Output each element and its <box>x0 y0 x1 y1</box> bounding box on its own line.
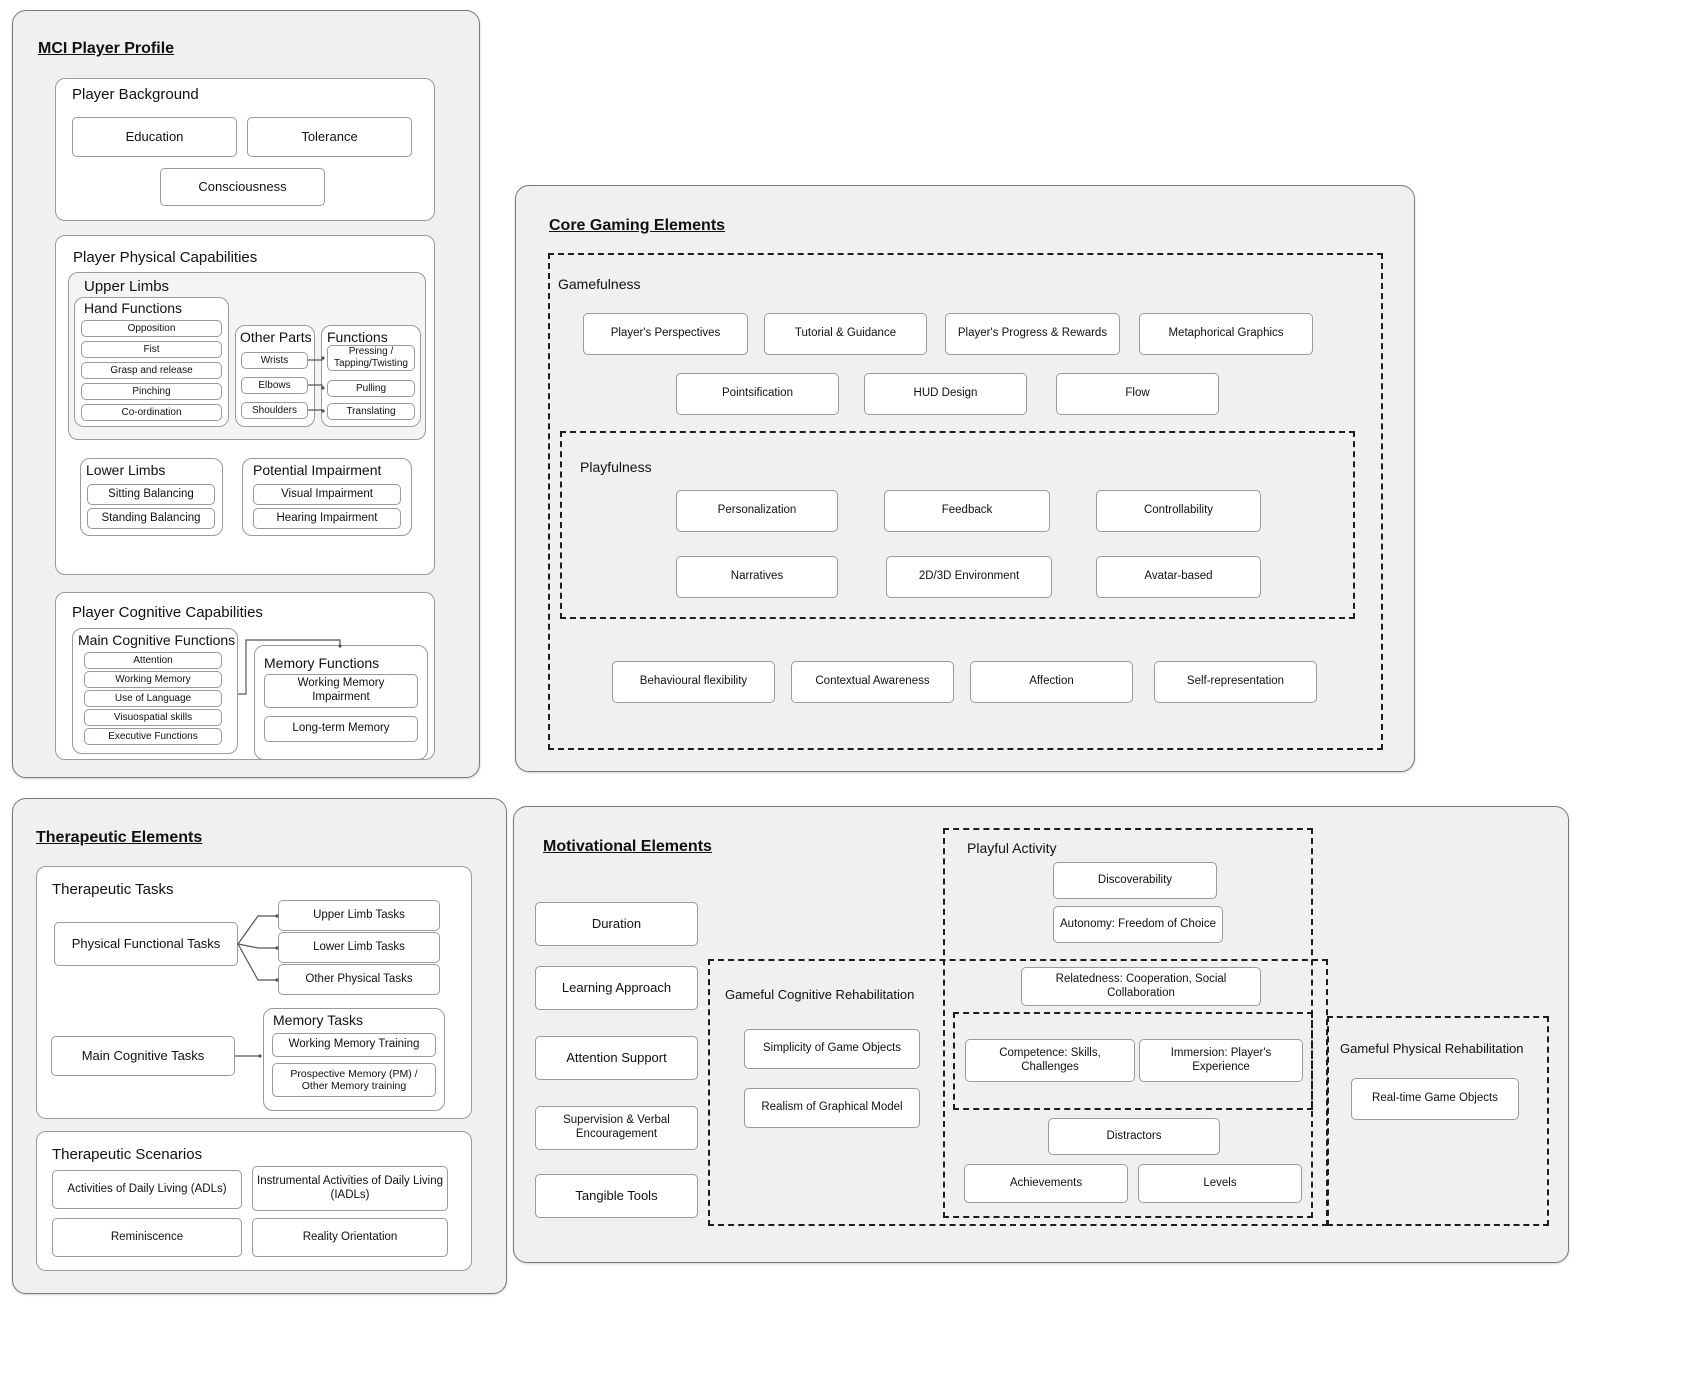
group-title-lower-limbs: Lower Limbs <box>86 462 166 478</box>
node-players-perspectives[interactable]: Player's Perspectives <box>583 313 748 355</box>
node-competence-skills-challenges[interactable]: Competence: Skills, Challenges <box>965 1039 1135 1082</box>
node-reality-orientation[interactable]: Reality Orientation <box>252 1218 448 1257</box>
node-opposition[interactable]: Opposition <box>81 320 222 337</box>
node-hearing-impairment[interactable]: Hearing Impairment <box>253 508 401 529</box>
node-distractors[interactable]: Distractors <box>1048 1118 1220 1155</box>
group-title-upper-limbs: Upper Limbs <box>84 278 170 295</box>
node-affection[interactable]: Affection <box>970 661 1133 703</box>
group-title-memory-tasks: Memory Tasks <box>273 1012 363 1028</box>
node-translating[interactable]: Translating <box>327 403 415 420</box>
dash-title-playful-activity: Playful Activity <box>967 840 1057 856</box>
group-title-therapeutic-tasks: Therapeutic Tasks <box>52 881 174 898</box>
node-players-progress-and-rewards[interactable]: Player's Progress & Rewards <box>945 313 1120 355</box>
panel-title-core-gaming: Core Gaming Elements <box>549 217 726 234</box>
node-consciousness[interactable]: Consciousness <box>160 168 325 206</box>
node-visuospatial-skills[interactable]: Visuospatial skills <box>84 709 222 726</box>
node-levels[interactable]: Levels <box>1138 1164 1302 1203</box>
group-title-therapeutic-scenarios: Therapeutic Scenarios <box>52 1146 203 1163</box>
node-achievements[interactable]: Achievements <box>964 1164 1128 1203</box>
node-pressing-tapping-twisting[interactable]: Pressing / Tapping/Twisting <box>327 345 415 371</box>
node-attention[interactable]: Attention <box>84 652 222 669</box>
node-co-ordination[interactable]: Co-ordination <box>81 404 222 421</box>
node-personalization[interactable]: Personalization <box>676 490 838 532</box>
group-title-potential-impairment: Potential Impairment <box>253 462 382 478</box>
node-upper-limb-tasks[interactable]: Upper Limb Tasks <box>278 900 440 931</box>
panel-title-mci: MCI Player Profile <box>38 40 175 57</box>
node-iadls[interactable]: Instrumental Activities of Daily Living … <box>252 1166 448 1211</box>
node-discoverability[interactable]: Discoverability <box>1053 862 1217 899</box>
panel-title-therapeutic: Therapeutic Elements <box>36 829 203 846</box>
node-relatedness-cooperation[interactable]: Relatedness: Cooperation, Social Collabo… <box>1021 967 1261 1006</box>
node-pointsification[interactable]: Pointsification <box>676 373 839 415</box>
node-pulling[interactable]: Pulling <box>327 380 415 397</box>
node-working-memory-impairment[interactable]: Working Memory Impairment <box>264 674 418 708</box>
node-immersion-players-experience[interactable]: Immersion: Player's Experience <box>1139 1039 1303 1082</box>
group-title-other-parts: Other Parts <box>240 329 312 345</box>
node-real-time-game-objects[interactable]: Real-time Game Objects <box>1351 1078 1519 1120</box>
node-simplicity-of-game-objects[interactable]: Simplicity of Game Objects <box>744 1029 920 1069</box>
node-education[interactable]: Education <box>72 117 237 157</box>
node-pinching[interactable]: Pinching <box>81 383 222 400</box>
node-controllability[interactable]: Controllability <box>1096 490 1261 532</box>
node-tangible-tools[interactable]: Tangible Tools <box>535 1174 698 1218</box>
node-self-representation[interactable]: Self-representation <box>1154 661 1317 703</box>
node-supervision-verbal-encouragement[interactable]: Supervision & Verbal Encouragement <box>535 1106 698 1150</box>
node-feedback[interactable]: Feedback <box>884 490 1050 532</box>
node-tolerance[interactable]: Tolerance <box>247 117 412 157</box>
group-title-hand-functions: Hand Functions <box>84 300 183 316</box>
node-autonomy-freedom-of-choice[interactable]: Autonomy: Freedom of Choice <box>1053 906 1223 943</box>
node-duration[interactable]: Duration <box>535 902 698 946</box>
node-2d-3d-environment[interactable]: 2D/3D Environment <box>886 556 1052 598</box>
node-tutorial-and-guidance[interactable]: Tutorial & Guidance <box>764 313 927 355</box>
group-title-main-cognitive-functions: Main Cognitive Functions <box>78 632 236 648</box>
node-narratives[interactable]: Narratives <box>676 556 838 598</box>
node-shoulders[interactable]: Shoulders <box>241 402 308 419</box>
panel-title-motivational: Motivational Elements <box>543 838 712 855</box>
group-title-memory-functions: Memory Functions <box>264 655 380 671</box>
node-contextual-awareness[interactable]: Contextual Awareness <box>791 661 954 703</box>
node-working-memory-training[interactable]: Working Memory Training <box>272 1033 436 1057</box>
dash-title-gamefulness: Gamefulness <box>558 276 641 292</box>
dashed-region-gameful-physical-rehabilitation <box>1327 1016 1549 1226</box>
node-attention-support[interactable]: Attention Support <box>535 1036 698 1080</box>
node-grasp-and-release[interactable]: Grasp and release <box>81 362 222 379</box>
node-physical-functional-tasks[interactable]: Physical Functional Tasks <box>54 922 238 966</box>
dashed-region-playfulness <box>560 431 1355 619</box>
node-lower-limb-tasks[interactable]: Lower Limb Tasks <box>278 932 440 963</box>
node-working-memory[interactable]: Working Memory <box>84 671 222 688</box>
node-main-cognitive-tasks[interactable]: Main Cognitive Tasks <box>51 1036 235 1076</box>
node-fist[interactable]: Fist <box>81 341 222 358</box>
node-adls[interactable]: Activities of Daily Living (ADLs) <box>52 1170 242 1209</box>
group-title-functions: Functions <box>327 329 388 345</box>
dash-title-playfulness: Playfulness <box>580 459 652 475</box>
node-use-of-language[interactable]: Use of Language <box>84 690 222 707</box>
node-behavioural-flexibility[interactable]: Behavioural flexibility <box>612 661 775 703</box>
group-title-cognitive-capabilities: Player Cognitive Capabilities <box>72 604 263 621</box>
node-reminiscence[interactable]: Reminiscence <box>52 1218 242 1257</box>
node-long-term-memory[interactable]: Long-term Memory <box>264 716 418 742</box>
node-other-physical-tasks[interactable]: Other Physical Tasks <box>278 964 440 995</box>
node-learning-approach[interactable]: Learning Approach <box>535 966 698 1010</box>
group-title-player-background: Player Background <box>72 86 199 103</box>
node-sitting-balancing[interactable]: Sitting Balancing <box>87 484 215 505</box>
group-title-physical-capabilities: Player Physical Capabilities <box>73 249 258 266</box>
node-metaphorical-graphics[interactable]: Metaphorical Graphics <box>1139 313 1313 355</box>
dashed-region-gamefulness <box>548 253 1383 750</box>
node-realism-of-graphical-model[interactable]: Realism of Graphical Model <box>744 1088 920 1128</box>
dashed-region-competence-immersion <box>953 1012 1313 1110</box>
node-flow[interactable]: Flow <box>1056 373 1219 415</box>
node-hud-design[interactable]: HUD Design <box>864 373 1027 415</box>
node-executive-functions[interactable]: Executive Functions <box>84 728 222 745</box>
node-standing-balancing[interactable]: Standing Balancing <box>87 508 215 529</box>
dash-title-gameful-cognitive-rehab: Gameful Cognitive Rehabilitation <box>725 987 915 1002</box>
node-elbows[interactable]: Elbows <box>241 377 308 394</box>
node-wrists[interactable]: Wrists <box>241 352 308 369</box>
node-visual-impairment[interactable]: Visual Impairment <box>253 484 401 505</box>
node-avatar-based[interactable]: Avatar-based <box>1096 556 1261 598</box>
node-prospective-memory-training[interactable]: Prospective Memory (PM) / Other Memory t… <box>272 1063 436 1097</box>
dash-title-gameful-physical-rehab: Gameful Physical Rehabilitation <box>1340 1041 1524 1056</box>
